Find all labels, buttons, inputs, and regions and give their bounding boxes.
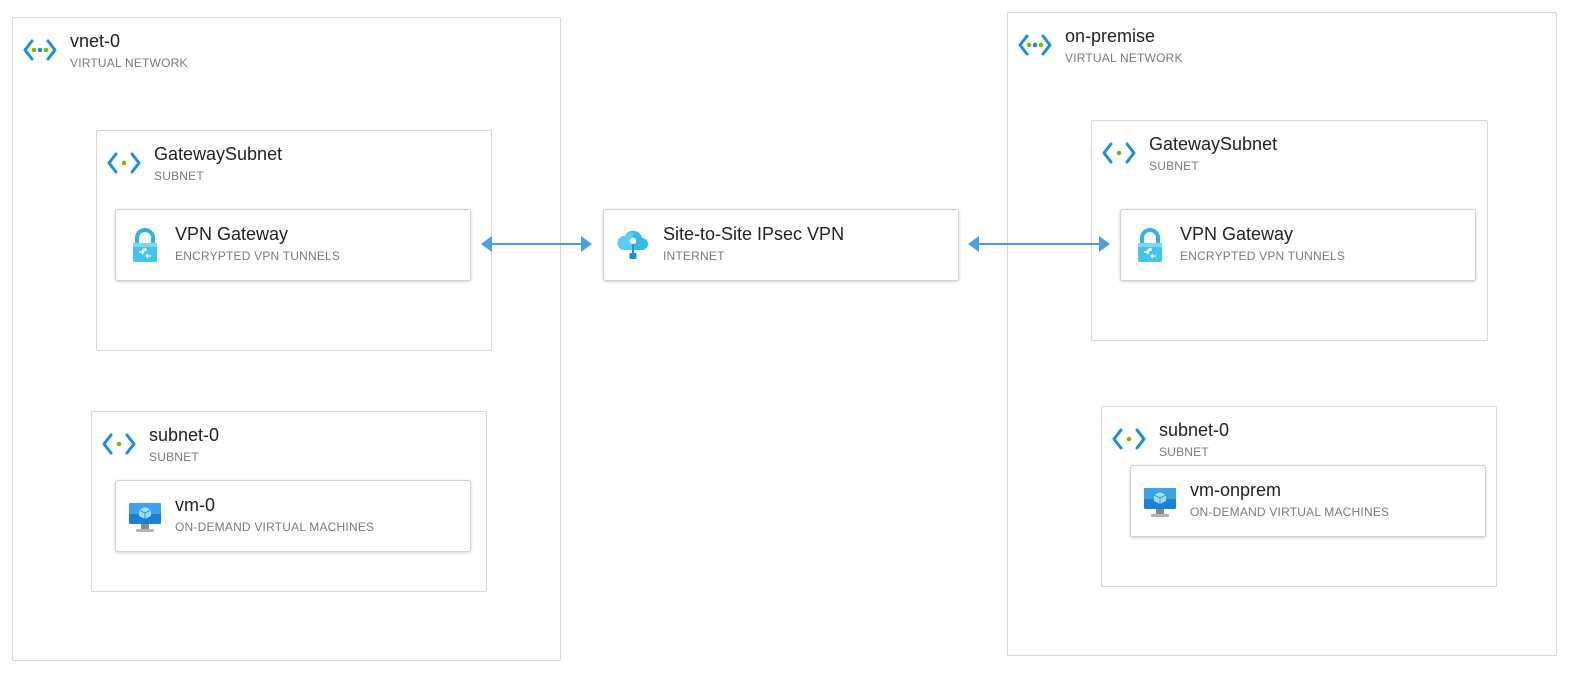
virtual-network-icon — [23, 38, 57, 62]
node-title: Site-to-Site IPsec VPN — [663, 224, 845, 244]
vm-onprem-node[interactable]: vm-onprem ON-DEMAND VIRTUAL MACHINES — [1130, 465, 1486, 537]
virtual-machine-icon — [128, 499, 162, 535]
subnet-subtitle: SUBNET — [154, 169, 204, 183]
subnet-icon — [102, 432, 136, 456]
node-title: VPN Gateway — [1180, 224, 1294, 244]
subnet-subtitle: SUBNET — [1149, 159, 1199, 173]
node-subtitle: ENCRYPTED VPN TUNNELS — [1180, 249, 1346, 263]
node-subtitle: ON-DEMAND VIRTUAL MACHINES — [175, 520, 375, 534]
subnet-icon — [1112, 427, 1146, 451]
node-subtitle: ENCRYPTED VPN TUNNELS — [175, 249, 341, 263]
node-title: vm-0 — [175, 495, 215, 515]
vpn-gateway-right-node[interactable]: VPN Gateway ENCRYPTED VPN TUNNELS — [1120, 209, 1476, 281]
group-subtitle: VIRTUAL NETWORK — [70, 56, 188, 70]
node-title: vm-onprem — [1190, 480, 1282, 500]
subnet-title: subnet-0 — [149, 425, 220, 445]
arrowhead-right — [581, 236, 592, 252]
node-subtitle: ON-DEMAND VIRTUAL MACHINES — [1190, 505, 1390, 519]
vpn-gateway-lock-icon — [128, 228, 162, 264]
subnet-icon — [107, 151, 141, 175]
group-title: vnet-0 — [70, 31, 121, 51]
site-to-site-vpn-node[interactable]: Site-to-Site IPsec VPN INTERNET — [603, 209, 959, 281]
vpn-gateway-lock-icon — [1133, 228, 1167, 264]
arrowhead-left — [968, 236, 979, 252]
node-subtitle: INTERNET — [663, 249, 725, 263]
group-title: on-premise — [1065, 26, 1156, 46]
subnet-subtitle: SUBNET — [1159, 445, 1209, 459]
vm-0-node[interactable]: vm-0 ON-DEMAND VIRTUAL MACHINES — [115, 480, 471, 552]
subnet-title: subnet-0 — [1159, 420, 1230, 440]
virtual-machine-icon — [1143, 484, 1177, 520]
internet-cloud-icon — [616, 228, 650, 264]
node-title: VPN Gateway — [175, 224, 289, 244]
vpn-gateway-left-node[interactable]: VPN Gateway ENCRYPTED VPN TUNNELS — [115, 209, 471, 281]
group-subtitle: VIRTUAL NETWORK — [1065, 51, 1183, 65]
subnet-title: GatewaySubnet — [154, 144, 283, 164]
virtual-network-icon — [1018, 33, 1052, 57]
subnet-icon — [1102, 141, 1136, 165]
subnet-subtitle: SUBNET — [149, 450, 199, 464]
subnet-title: GatewaySubnet — [1149, 134, 1278, 154]
